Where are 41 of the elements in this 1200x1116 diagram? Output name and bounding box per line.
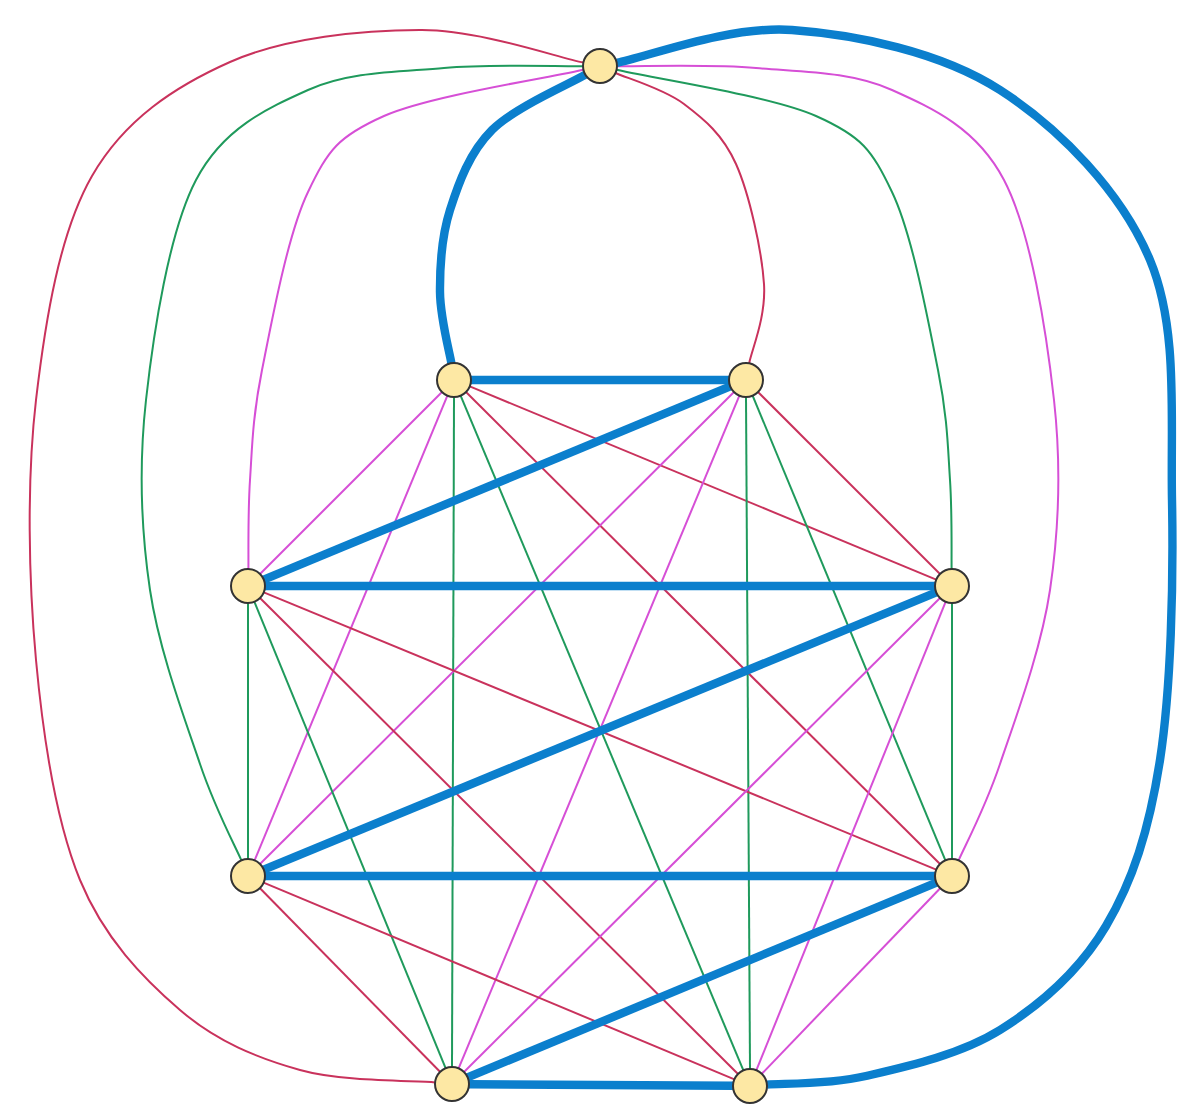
falling-diagonal-edge [757,391,941,575]
curved-edge [140,64,584,862]
curved-edge [616,64,1060,862]
falling-diagonal-edge [468,385,938,581]
falling-diagonal-edge [262,881,736,1081]
vertex-circle [436,362,472,398]
horizontal-edge-line [265,871,935,881]
rising-diagonal-edge [259,391,735,865]
horizontal-edge-line [471,375,729,385]
rising-diagonal-edge [760,887,942,1075]
curved-edge [247,68,585,570]
horizontal-edge-line [265,581,935,591]
rising-diagonal-edge [259,391,443,575]
vertex-circle [582,48,618,84]
horizontal-edge-line [468,1080,734,1090]
falling-diagonal-edge [259,887,441,1073]
falling-diagonal-edge [259,597,739,1075]
rising-diagonal-edge [466,878,938,1082]
curved-edge [28,29,585,1084]
rising-diagonal-edge [463,597,941,1073]
vertical-edge-line [247,602,249,860]
curved-edge [435,70,588,364]
vertex-circle [230,568,266,604]
vertex-circle [934,568,970,604]
vertex-circle [230,858,266,894]
curved-edge [615,25,1177,1089]
vertex-circle [728,362,764,398]
vertex-circle [434,1066,470,1102]
rising-diagonal-edge [253,394,449,862]
vertex-circle [934,858,970,894]
curved-edge [614,72,766,365]
curved-edge [615,68,953,570]
falling-diagonal-edge [253,600,447,1070]
falling-diagonal-edge [751,394,947,862]
rising-diagonal-edge [262,382,732,584]
rising-diagonal-edge [755,600,947,1072]
vertex-circle [732,1068,768,1104]
vertical-edge-line [451,396,455,1068]
vertical-edge-line [745,396,751,1070]
vertical-edge-line [951,602,953,860]
falling-diagonal-edge [465,391,941,865]
